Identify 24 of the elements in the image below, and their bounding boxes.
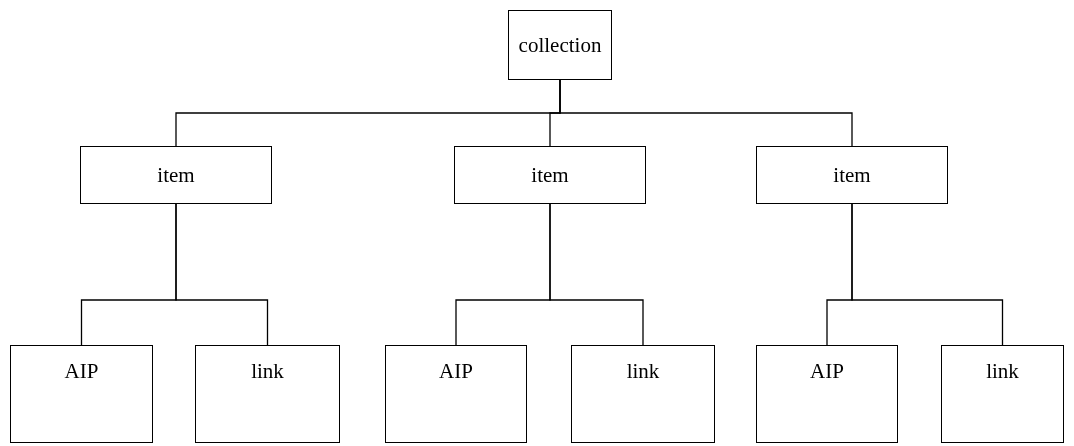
node-label: link xyxy=(986,358,1019,385)
node-label: AIP xyxy=(64,358,99,385)
node-label: item xyxy=(833,161,871,189)
tree-box xyxy=(80,146,272,204)
node-label: AIP xyxy=(810,358,844,385)
tree-box xyxy=(454,146,646,204)
connector-line xyxy=(175,203,269,346)
node-label: AIP xyxy=(439,358,473,385)
node-label: collection xyxy=(518,31,602,59)
tree-box xyxy=(385,345,527,443)
node-label: item xyxy=(531,161,569,189)
tree-box xyxy=(10,345,153,443)
node-label: item xyxy=(157,161,195,189)
tree-box xyxy=(508,10,612,80)
node-label: link xyxy=(626,358,660,385)
tree-box xyxy=(756,345,898,443)
tree-box xyxy=(571,345,715,443)
connector-line xyxy=(851,203,1004,346)
node-label: link xyxy=(251,358,284,385)
tree-box xyxy=(756,146,948,204)
tree-box xyxy=(941,345,1064,443)
connector-line xyxy=(549,203,644,346)
connector-line xyxy=(559,79,853,147)
tree-box xyxy=(195,345,340,443)
